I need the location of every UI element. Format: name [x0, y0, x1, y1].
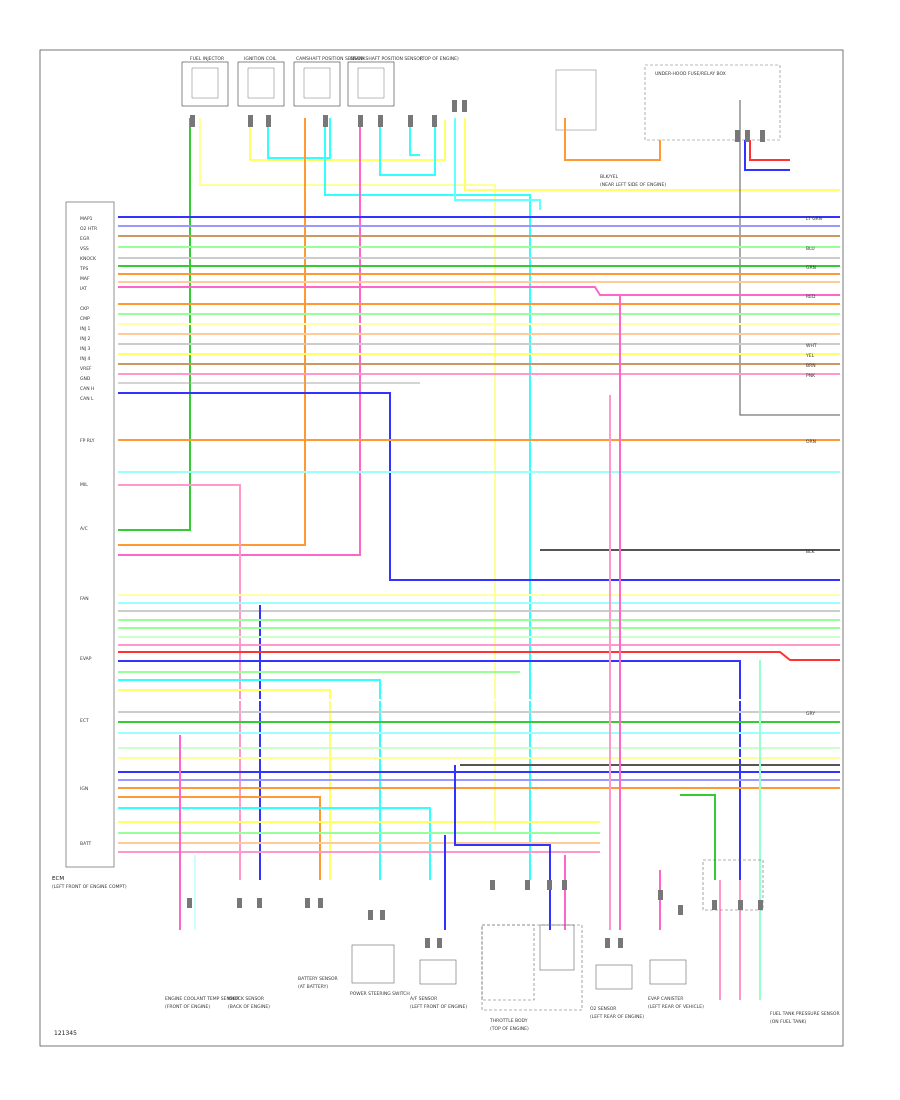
bottom-component-name: EVAP CANISTER	[648, 996, 683, 1002]
wire-color-label: GRY	[806, 711, 815, 717]
bottom-component-name: THROTTLE BODY	[489, 1018, 528, 1024]
bottom-component-name: A/F SENSOR	[410, 996, 437, 1002]
bottom-component-name: FUEL TANK PRESSURE SENSOR	[770, 1011, 840, 1017]
ecm-pin-label: INJ 1	[80, 326, 90, 332]
top-component-4	[347, 61, 395, 107]
bottom-component-labels: ENGINE COOLANT TEMP SENSOR (FRONT OF ENG…	[165, 976, 840, 1032]
ecm-pin-label: O2 HTR	[80, 226, 97, 232]
ecm-pin-label: FAN	[80, 596, 89, 602]
horizontal-wires	[118, 216, 840, 880]
ecm-pin-label: BATT	[80, 841, 91, 847]
wire-color-label: LT GRN	[806, 216, 822, 222]
ecm-pin-label: KNOCK	[80, 256, 97, 262]
diagram-frame	[39, 49, 844, 1047]
wire-color-label: WHT	[806, 343, 817, 349]
bottom-component-name: O2 SENSOR	[590, 1006, 616, 1012]
wire-color-label: BLK	[806, 549, 816, 555]
ecm-pin-label: MAF	[80, 276, 90, 282]
top-component-label-4: CRANKSHAFT POSITION SENSOR	[350, 56, 423, 62]
ecm-pin-label: FP RLY	[80, 438, 95, 444]
wire-color-label: YEL	[805, 353, 815, 359]
top-wires	[118, 118, 840, 880]
ecm-pin-label: VREF	[80, 366, 92, 372]
ecm-pin-label: CMP	[80, 316, 90, 322]
bottom-component-loc: (LEFT REAR OF ENGINE)	[590, 1014, 644, 1020]
ecm-pin-label: TPS	[79, 266, 88, 272]
right-wire-labels: LT GRN BLU GRN RED WHT YEL ORN BRN PNK G…	[805, 216, 822, 717]
ecm-pin-label: INJ 3	[80, 346, 90, 352]
ecm-pin-label: CAN H	[80, 386, 94, 392]
top-component-2	[237, 61, 285, 107]
ecm-location: (LEFT FRONT OF ENGINE COMPT)	[52, 884, 127, 890]
ecm-pin-label: INJ 2	[80, 336, 90, 342]
ecm-pin-label: MAP1	[80, 216, 93, 222]
connector-marks	[187, 100, 765, 948]
bottom-component-loc: (AT BATTERY)	[298, 984, 328, 990]
ecm-pin-label: IAT	[80, 286, 87, 292]
ecm-name: ECM	[52, 876, 64, 882]
bottom-component-loc: (BACK OF ENGINE)	[228, 1004, 270, 1010]
wire-color-label: RED	[806, 294, 816, 300]
ecm-pin-label: MIL	[80, 482, 88, 488]
top-component-1	[181, 61, 229, 107]
bottom-component-name: POWER STEERING SWITCH	[350, 991, 410, 997]
wire-color-label: BLU	[806, 246, 815, 252]
top-component-label-3: CAMSHAFT POSITION SENSOR	[296, 56, 364, 62]
ecm-pin-label: VSS	[80, 246, 89, 252]
top-component-3	[293, 61, 341, 107]
ecm-module-box	[65, 201, 115, 868]
ecm-pin-label: A/C	[80, 526, 88, 532]
wire-note: BLK/YEL	[600, 174, 619, 180]
wire-color-label: GRN	[806, 265, 816, 271]
ecm-pin-label: CAN L	[80, 396, 94, 402]
bottom-component-name: KNOCK SENSOR	[228, 996, 264, 1002]
ecm-pin-label: INJ 4	[80, 356, 90, 362]
ecm-pin-label: GND	[80, 376, 91, 382]
ecm-pin-label: ECT	[80, 718, 89, 724]
splice-note: (NEAR LEFT SIDE OF ENGINE)	[600, 182, 666, 188]
bottom-components	[351, 859, 764, 1011]
bottom-drop-wires	[179, 295, 761, 1000]
top-component-label-1: FUEL INJECTOR	[190, 56, 224, 62]
bottom-component-loc: (ON FUEL TANK)	[770, 1019, 807, 1025]
bottom-component-loc: (TOP OF ENGINE)	[490, 1026, 529, 1032]
relay-switch-box	[555, 69, 597, 131]
bottom-component-name: BATTERY SENSOR	[298, 976, 338, 982]
ecm-pin-label: EGR	[80, 236, 89, 242]
top-component-label-2: IGNITION COIL	[244, 56, 277, 62]
relay-block	[644, 64, 781, 141]
ecm-pin-label: CKP	[80, 306, 89, 312]
connector-note: (TOP OF ENGINE)	[420, 56, 459, 62]
wire-color-label: ORN	[806, 439, 816, 445]
ecm-pin-labels: MAP1 O2 HTR EGR VSS KNOCK TPS MAF IAT CK…	[79, 216, 97, 847]
ecm-pin-label: EVAP	[80, 656, 92, 662]
wire-color-label: PNK	[806, 373, 816, 379]
wire-color-label: BRN	[806, 363, 816, 369]
ecm-pin-label: IGN	[80, 786, 88, 792]
bottom-component-loc: (LEFT REAR OF VEHICLE)	[648, 1004, 704, 1010]
bottom-component-name: ENGINE COOLANT TEMP SENSOR	[165, 996, 239, 1002]
bottom-component-loc: (FRONT OF ENGINE)	[165, 1004, 210, 1010]
bottom-component-loc: (LEFT FRONT OF ENGINE)	[410, 1004, 467, 1010]
relay-wires	[564, 100, 840, 416]
page-id: 121345	[54, 1030, 77, 1037]
relay-block-label: UNDER-HOOD FUSE/RELAY BOX	[655, 71, 726, 77]
